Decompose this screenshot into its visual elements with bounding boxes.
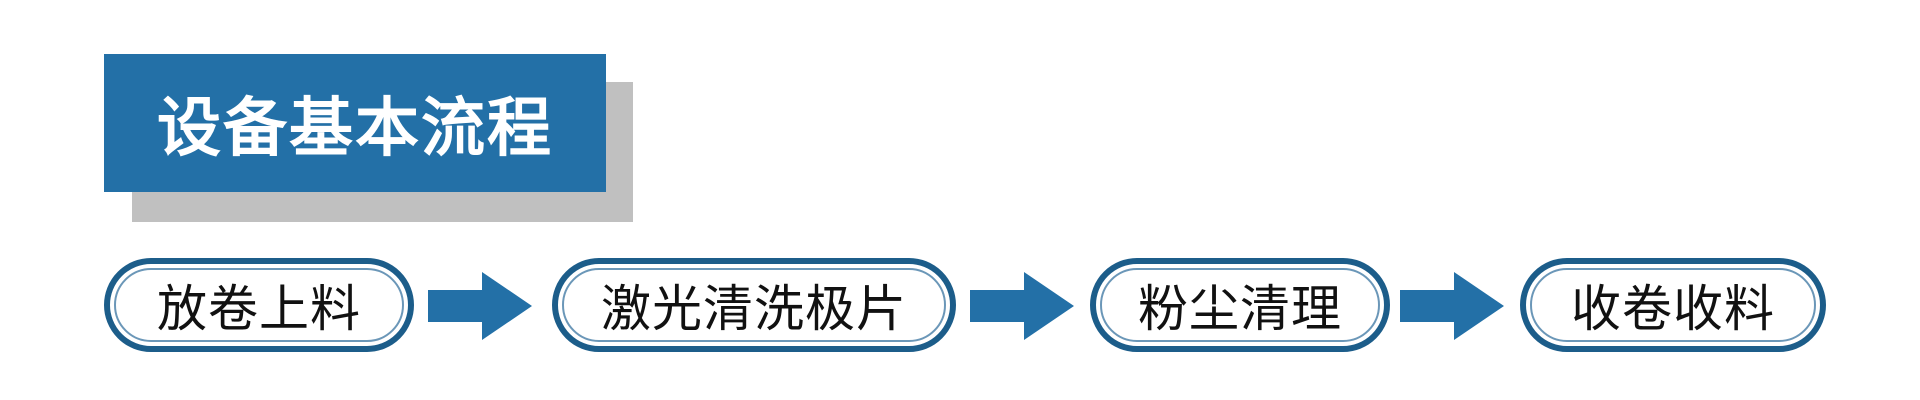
step-laser-cleaning: 激光清洗极片 xyxy=(552,258,956,352)
right-arrow-icon xyxy=(1400,272,1504,340)
step-rewind-collection: 收卷收料 xyxy=(1520,258,1826,352)
right-arrow-icon xyxy=(970,272,1074,340)
step-unwind-loading: 放卷上料 xyxy=(104,258,414,352)
step-label: 收卷收料 xyxy=(1571,280,1775,338)
page-title: 设备基本流程 xyxy=(157,92,553,166)
step-label: 粉尘清理 xyxy=(1138,280,1342,338)
step-label: 激光清洗极片 xyxy=(601,280,907,338)
title-banner: 设备基本流程 xyxy=(104,54,606,192)
step-dust-removal: 粉尘清理 xyxy=(1090,258,1390,352)
right-arrow-icon xyxy=(428,272,532,340)
step-label: 放卷上料 xyxy=(157,280,361,338)
